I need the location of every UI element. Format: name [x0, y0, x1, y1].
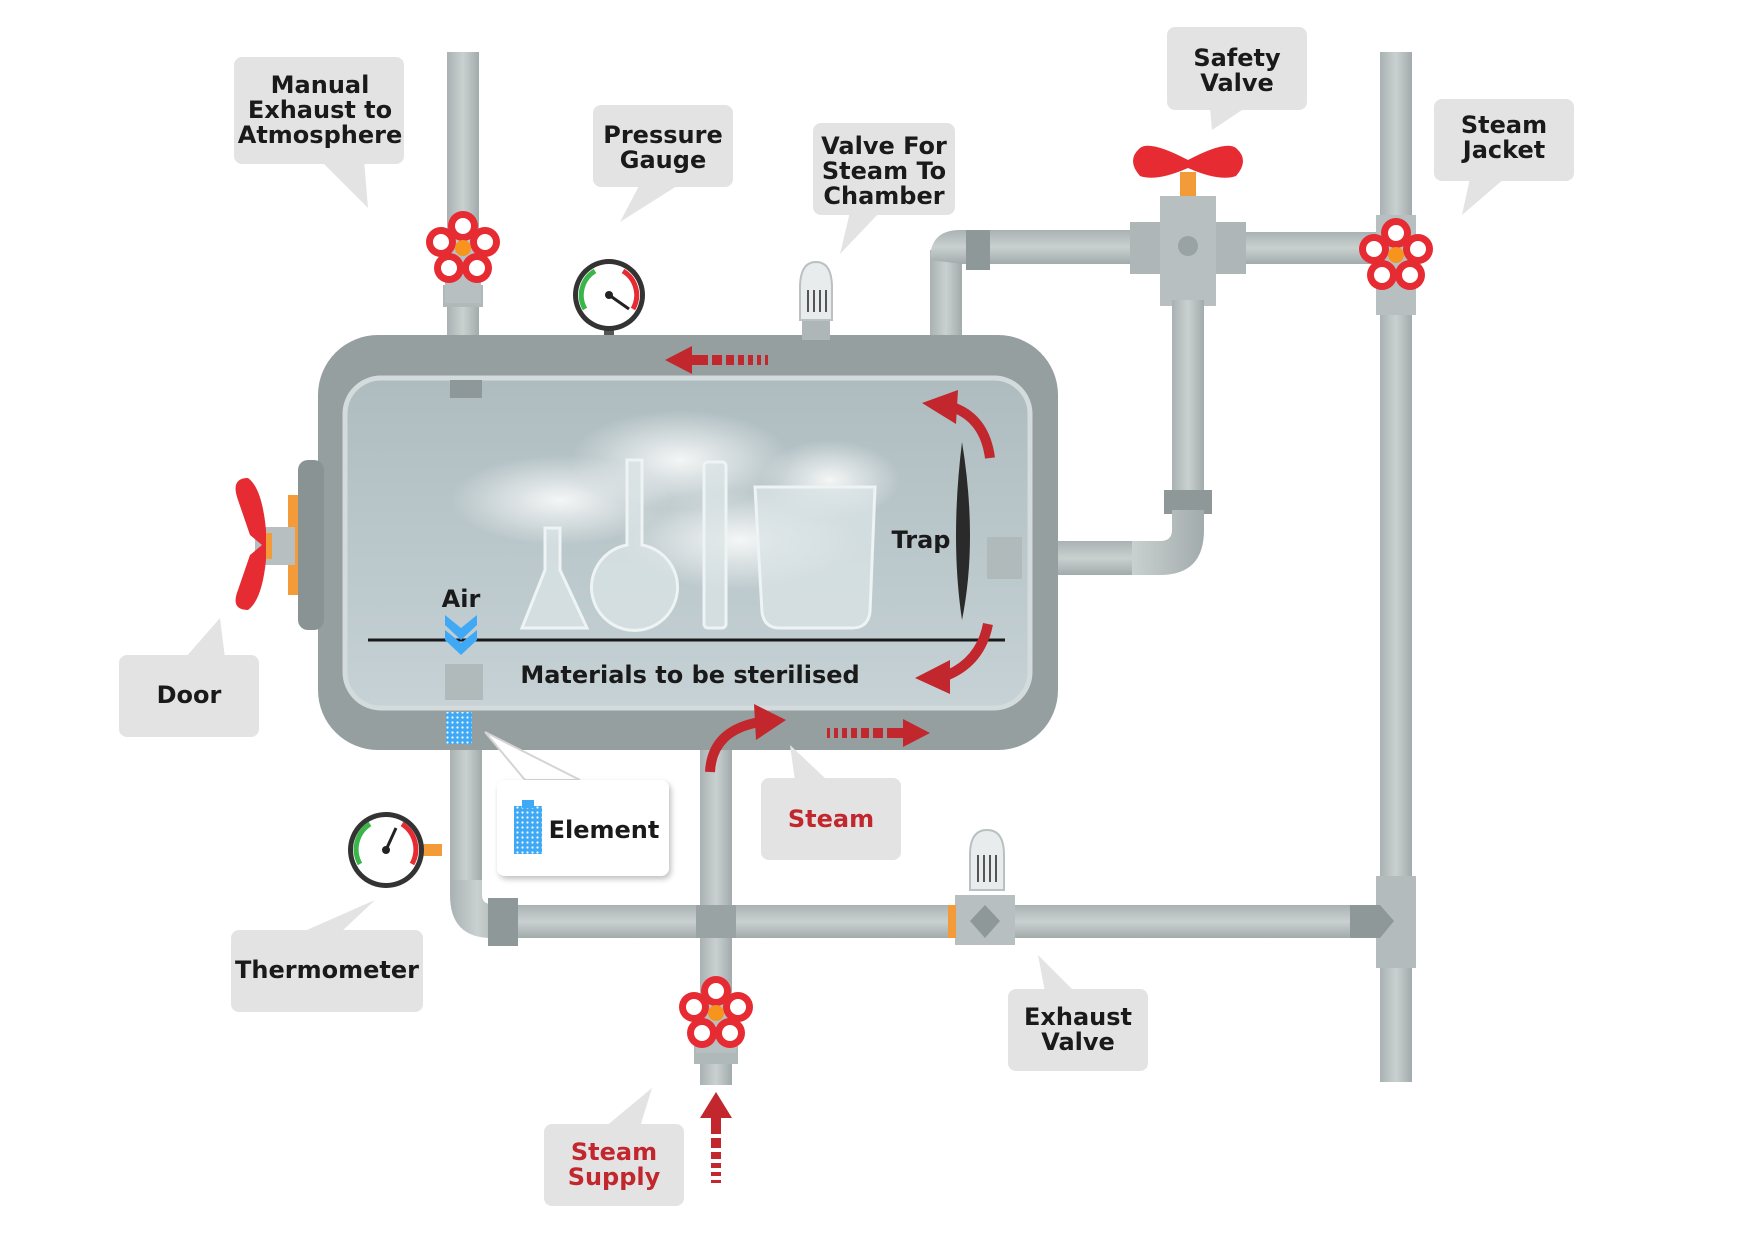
steam-supply-line2: Supply — [568, 1163, 661, 1191]
trap-label: Trap — [892, 526, 951, 554]
thermometer-gauge-icon — [348, 812, 442, 888]
pressure-gauge-line2: Gauge — [620, 146, 706, 174]
flow-arrows — [665, 346, 930, 1183]
exhaust-valve[interactable] — [948, 828, 1015, 945]
valve-steam-line1: Valve For — [821, 132, 947, 160]
air-label: Air — [442, 585, 481, 613]
safety-valve-line1: Safety — [1193, 44, 1281, 72]
steam-jacket-valve[interactable] — [1359, 215, 1433, 315]
arrow-left-top-icon — [665, 346, 768, 374]
pipework — [443, 52, 1416, 1085]
thermometer-label: Thermometer — [235, 956, 419, 984]
valve-steam-line2: Steam To — [822, 157, 946, 185]
element-callout — [484, 731, 669, 876]
exhaust-valve-line2: Valve — [1041, 1028, 1115, 1056]
steam-to-chamber-valve[interactable] — [799, 260, 833, 340]
round-flask-icon — [590, 458, 679, 632]
test-tube-icon — [702, 460, 728, 630]
door-handle-icon — [235, 478, 266, 610]
steam-label: Steam — [788, 805, 874, 833]
curved-arrow-top-icon — [952, 403, 995, 459]
element-icon — [514, 806, 542, 854]
exhaust-valve-line1: Exhaust — [1024, 1003, 1132, 1031]
steam-supply-line1: Steam — [571, 1138, 657, 1166]
conical-flask-icon — [519, 526, 590, 630]
arrow-up-supply-icon — [700, 1092, 732, 1183]
manual-exhaust-valve[interactable] — [426, 211, 500, 303]
glassware — [519, 458, 877, 632]
steam-jacket-line2: Jacket — [1461, 136, 1545, 164]
manual-exhaust-line1: Manual — [271, 71, 370, 99]
steam-jacket-line1: Steam — [1461, 111, 1547, 139]
element-label: Element — [549, 816, 660, 844]
callouts — [119, 27, 1574, 1206]
door[interactable] — [235, 460, 324, 630]
materials-label: Materials to be sterilised — [520, 661, 859, 689]
pressure-gauge-line1: Pressure — [603, 121, 722, 149]
safety-valve-line2: Valve — [1200, 69, 1274, 97]
curved-arrow-steam-icon — [705, 717, 761, 773]
door-label: Door — [157, 681, 222, 709]
pressure-gauge-icon — [573, 259, 645, 331]
arrow-right-bottom-icon — [827, 719, 930, 747]
manual-exhaust-line3: Atmosphere — [238, 121, 402, 149]
beaker-icon — [753, 485, 877, 630]
valve-steam-line3: Chamber — [823, 182, 944, 210]
sterilisation-chamber — [318, 335, 1058, 750]
air-arrow-icon — [445, 615, 477, 655]
text-labels: Manual Exhaust to Atmosphere Pressure Ga… — [157, 44, 1547, 1191]
steam-supply-valve[interactable] — [679, 976, 753, 1053]
element-filter-icon — [446, 712, 472, 744]
safety-valve[interactable] — [1133, 145, 1243, 206]
manual-exhaust-line2: Exhaust to — [248, 96, 392, 124]
